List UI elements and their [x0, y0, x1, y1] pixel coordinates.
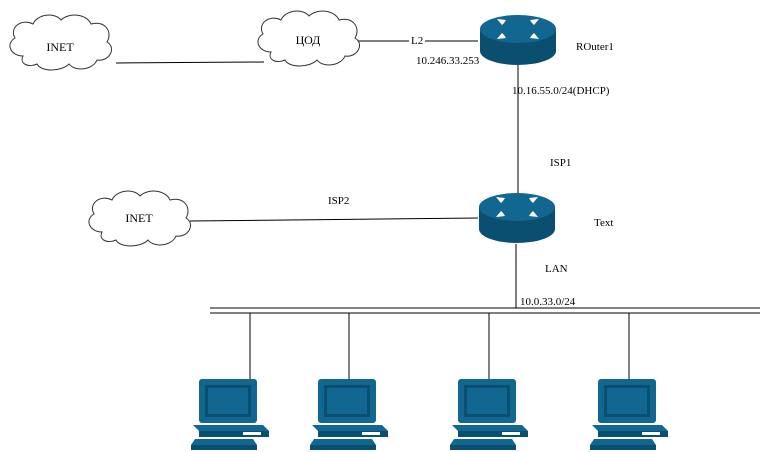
l2-label-bg [409, 34, 425, 46]
workstation-icon [590, 379, 668, 450]
link-label-l2: L2 [411, 35, 423, 47]
cloud-inet-top: INET [9, 14, 113, 71]
link-label-dhcp-net: 10.16.55.0/24(DHCP) [512, 85, 610, 97]
cloud-inet-left: INET [88, 190, 192, 247]
router-label-router1: ROuter1 [576, 41, 614, 53]
router-icon [480, 15, 556, 65]
link-label-router1-ip: 10.246.33.253 [416, 55, 480, 67]
connections [115, 40, 760, 380]
workstation-icon [450, 379, 528, 450]
link-label-lan: LAN [545, 263, 568, 275]
link-label-isp1: ISP1 [550, 157, 571, 169]
router-icon [479, 193, 555, 243]
workstation-icon [310, 379, 388, 450]
link-inet-cod [115, 61, 265, 64]
link-label-isp2: ISP2 [328, 195, 349, 207]
router-text: Text [479, 193, 613, 243]
router-router1: ROuter1 [480, 15, 614, 65]
cloud-label-cod: ЦОД [296, 33, 321, 47]
cloud-label-inet-top: INET [46, 40, 74, 54]
cloud-label-inet-left: INET [125, 211, 153, 225]
link-label-lan-net: 10.0.33.0/24 [520, 296, 576, 308]
workstation-icon [191, 379, 269, 450]
router-label-text: Text [594, 217, 613, 229]
link-inet-text [189, 217, 479, 222]
cloud-cod: ЦОД [257, 10, 361, 67]
